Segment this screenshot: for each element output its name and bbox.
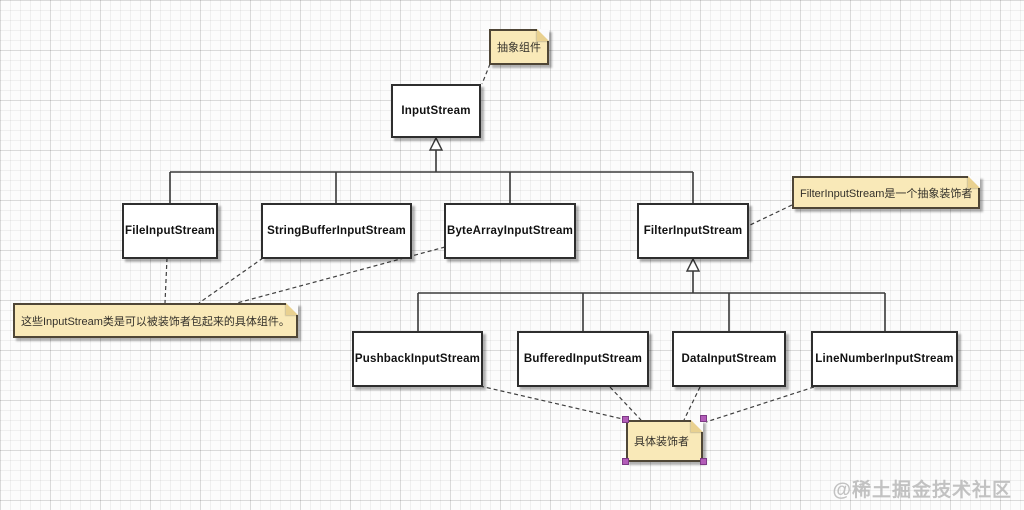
note-text: 这些InputStream类是可以被装饰者包起来的具体组件。 bbox=[21, 315, 290, 328]
note-link-abstract-decorator[interactable] bbox=[747, 204, 793, 227]
generalization-arrow-icon bbox=[685, 257, 701, 272]
class-label: FileInputStream bbox=[125, 225, 215, 237]
sticky-note-concrete-decorators[interactable]: 具体装饰者 bbox=[626, 420, 703, 462]
class-label: StringBufferInputStream bbox=[267, 225, 406, 237]
class-label: BufferedInputStream bbox=[523, 353, 643, 365]
note-link-concrete-decorators-linenumber[interactable] bbox=[705, 386, 815, 423]
selection-handle[interactable] bbox=[622, 416, 629, 423]
note-text: 具体装饰者 bbox=[634, 436, 689, 448]
class-label: LineNumberInputStream bbox=[815, 353, 954, 365]
class-box-inputstream[interactable]: InputStream bbox=[391, 84, 481, 138]
selection-handle[interactable] bbox=[700, 415, 707, 422]
class-box-fileinputstream[interactable]: FileInputStream bbox=[122, 203, 218, 259]
class-label: FilterInputStream bbox=[643, 225, 743, 237]
class-label: DataInputStream bbox=[681, 353, 777, 365]
class-box-pushbackinputstream[interactable]: PushbackInputStream bbox=[352, 331, 483, 387]
class-box-bufferedinputstream[interactable]: BufferedInputStream bbox=[517, 331, 649, 387]
class-box-bytearrayinputstream[interactable]: ByteArrayInputStream bbox=[444, 203, 576, 259]
class-box-linenumberinputstream[interactable]: LineNumberInputStream bbox=[811, 331, 958, 387]
note-link-concrete-decorators-buffered[interactable] bbox=[609, 386, 642, 421]
inheritance-tree-filterinputstream[interactable] bbox=[417, 271, 886, 331]
note-text: 抽象组件 bbox=[497, 42, 541, 54]
class-label: ByteArrayInputStream bbox=[446, 225, 574, 237]
class-box-stringbufferinputstream[interactable]: StringBufferInputStream bbox=[261, 203, 412, 259]
sticky-note-abstract-component[interactable]: 抽象组件 bbox=[489, 29, 549, 65]
note-link-concrete-components-file[interactable] bbox=[164, 257, 168, 304]
sticky-note-concrete-components[interactable]: 这些InputStream类是可以被装饰者包起来的具体组件。 bbox=[13, 303, 298, 338]
class-box-filterinputstream[interactable]: FilterInputStream bbox=[637, 203, 749, 259]
selection-handle[interactable] bbox=[700, 458, 707, 465]
note-link-abstract-component[interactable] bbox=[481, 63, 491, 85]
class-label: InputStream bbox=[401, 105, 471, 117]
note-link-concrete-decorators-data[interactable] bbox=[683, 386, 701, 421]
inheritance-tree-inputstream[interactable] bbox=[169, 150, 694, 203]
sticky-note-abstract-decorator[interactable]: FilterInputStream是一个抽象装饰者 bbox=[792, 176, 981, 209]
generalization-arrow-icon bbox=[428, 136, 444, 151]
note-link-concrete-decorators-pushback[interactable] bbox=[479, 385, 628, 421]
class-label: PushbackInputStream bbox=[354, 353, 481, 365]
note-link-concrete-components-stringbuffer[interactable] bbox=[198, 257, 264, 304]
class-box-datainputstream[interactable]: DataInputStream bbox=[672, 331, 786, 387]
watermark: @稀土掘金技术社区 bbox=[832, 480, 1012, 501]
selection-handle[interactable] bbox=[622, 458, 629, 465]
note-text: FilterInputStream是一个抽象装饰者 bbox=[800, 187, 973, 200]
